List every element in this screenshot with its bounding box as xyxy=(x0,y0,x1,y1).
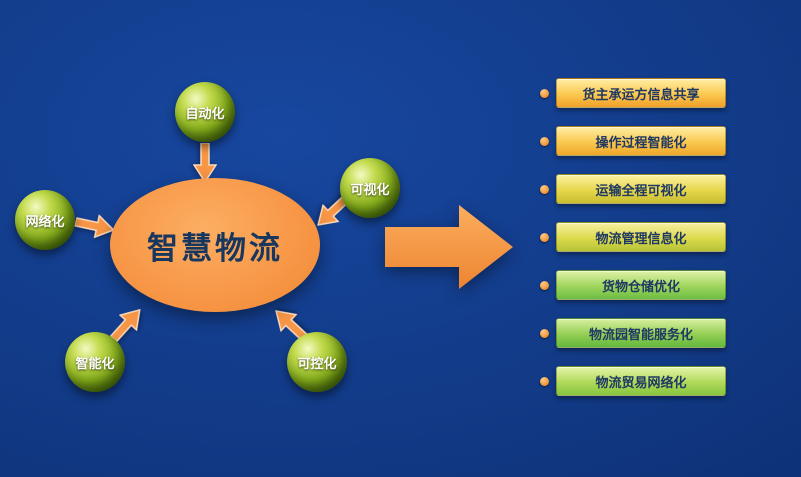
sphere-networking: 网络化 xyxy=(15,190,75,250)
bullet-icon xyxy=(540,232,549,242)
sphere-automation: 自动化 xyxy=(175,82,235,142)
bullet-icon xyxy=(540,88,549,98)
sphere-automation-label: 自动化 xyxy=(185,106,225,122)
benefit-bar: 物流园智能服务化 xyxy=(556,318,726,348)
benefit-bar: 货物仓储优化 xyxy=(556,270,726,300)
sphere-controllability: 可控化 xyxy=(287,332,347,392)
sphere-networking-label: 网络化 xyxy=(25,214,65,230)
center-ellipse: 智慧物流 xyxy=(110,178,320,312)
sphere-intelligence-label: 智能化 xyxy=(75,356,115,372)
bullet-icon xyxy=(540,280,549,290)
benefit-bar: 操作过程智能化 xyxy=(556,126,726,156)
arrow-from-networking-icon xyxy=(73,210,117,242)
arrow-from-intelligence-icon xyxy=(105,301,150,347)
bullet-icon xyxy=(540,184,549,194)
list-item: 运输全程可视化 xyxy=(540,174,726,204)
list-item: 货物仓储优化 xyxy=(540,270,726,300)
center-label: 智慧物流 xyxy=(147,230,283,267)
list-item: 物流管理信息化 xyxy=(540,222,726,252)
list-item: 货主承运方信息共享 xyxy=(540,78,726,108)
benefit-bar: 物流贸易网络化 xyxy=(556,366,726,396)
arrow-from-automation-icon xyxy=(193,143,217,183)
benefit-bar: 货主承运方信息共享 xyxy=(556,78,726,108)
list-item: 物流贸易网络化 xyxy=(540,366,726,396)
benefits-list: 货主承运方信息共享 操作过程智能化 运输全程可视化 物流管理信息化 货物仓储优化… xyxy=(540,78,726,414)
bullet-icon xyxy=(540,376,549,386)
sphere-visualization-label: 可视化 xyxy=(350,182,390,198)
sphere-controllability-label: 可控化 xyxy=(297,356,337,372)
sphere-intelligence: 智能化 xyxy=(65,332,125,392)
list-item: 物流园智能服务化 xyxy=(540,318,726,348)
benefit-bar: 物流管理信息化 xyxy=(556,222,726,252)
bullet-icon xyxy=(540,328,549,338)
big-right-arrow-icon xyxy=(385,203,515,291)
benefit-bar: 运输全程可视化 xyxy=(556,174,726,204)
bullet-icon xyxy=(540,136,549,146)
sphere-visualization: 可视化 xyxy=(340,158,400,218)
arrow-from-controllability-icon xyxy=(267,302,313,347)
list-item: 操作过程智能化 xyxy=(540,126,726,156)
